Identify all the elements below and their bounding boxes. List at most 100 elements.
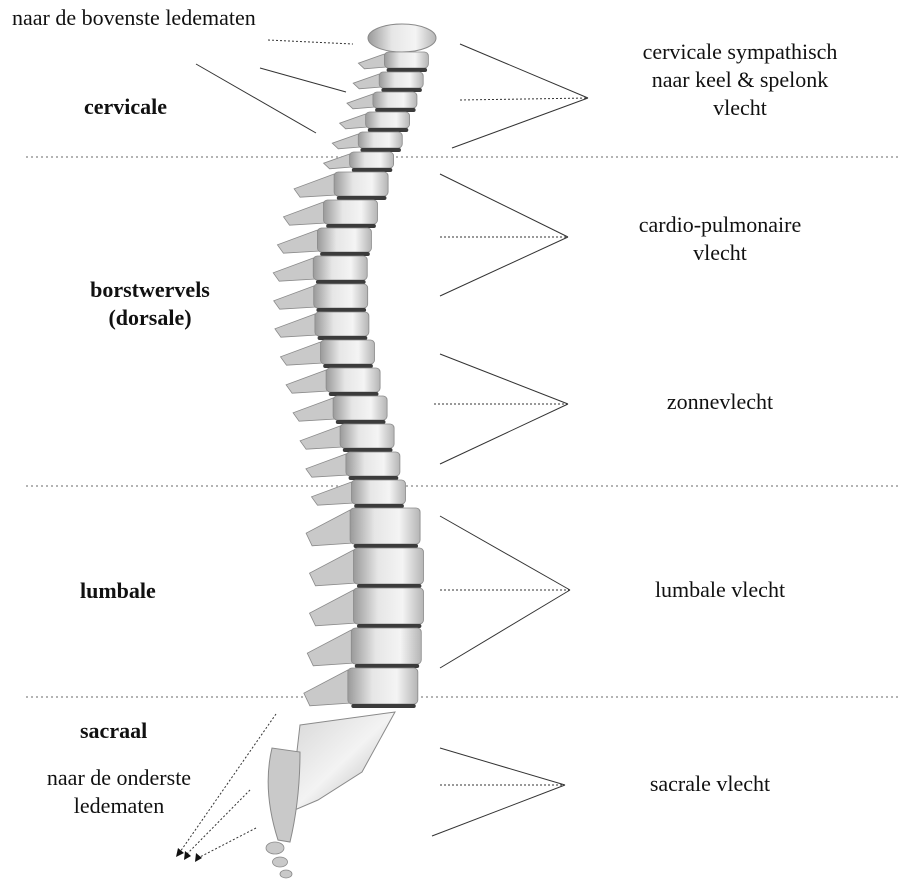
spinous-process (284, 202, 327, 225)
vertebra-body (352, 480, 406, 504)
intervertebral-disc (357, 584, 421, 588)
leader-cervical-plexus-2 (460, 98, 588, 100)
label-lower-limbs-line-1: naar de onderste (8, 764, 230, 792)
leader-upper-limbs-1 (268, 40, 353, 44)
vertebra-body (313, 256, 367, 280)
vertebra-body (358, 132, 402, 148)
intervertebral-disc (326, 224, 376, 228)
intervertebral-disc (329, 392, 379, 396)
spinous-process (310, 590, 358, 626)
intervertebral-disc (352, 168, 392, 172)
leader-lumbar-plexus-1 (440, 516, 570, 590)
intervertebral-disc (349, 476, 399, 480)
intervertebral-disc (323, 364, 373, 368)
label-sacral-plexus: sacrale vlecht (590, 770, 830, 798)
leader-cardio-plexus-1 (440, 174, 568, 237)
label-lower-limbs-line-2: ledematen (8, 792, 230, 820)
label-cervical-plexus-line-1: cervicale sympathisch (590, 38, 890, 66)
vertebra-body (324, 200, 378, 224)
sacrum-side (268, 748, 300, 842)
label-thoracic-line-2: (dorsale) (52, 304, 248, 332)
spinous-process (286, 370, 329, 393)
leader-lower-limbs-3 (198, 828, 256, 858)
vertebra-body (354, 548, 424, 584)
spinous-process (340, 114, 368, 129)
intervertebral-disc (320, 252, 370, 256)
intervertebral-disc (357, 624, 421, 628)
atlas-vertebra (368, 24, 436, 52)
vertebra-body (340, 424, 394, 448)
leader-cervical-plexus-3 (452, 98, 588, 148)
intervertebral-disc (343, 448, 393, 452)
spinous-process (300, 426, 343, 449)
spinous-process (332, 134, 360, 149)
spinous-process (277, 230, 320, 253)
arrowhead-1 (176, 848, 184, 857)
spinous-process (273, 258, 316, 281)
intervertebral-disc (336, 420, 386, 424)
vertebra-body (366, 112, 410, 128)
spinous-process (304, 670, 352, 706)
coccyx-segment (266, 842, 284, 854)
leader-lumbar-plexus-3 (440, 590, 570, 668)
label-solar-plexus: zonnevlecht (590, 388, 850, 416)
label-cardio-plexus-line-1: cardio-pulmonaire (590, 211, 850, 239)
intervertebral-disc (360, 148, 400, 152)
spinous-process (293, 398, 336, 421)
intervertebral-disc (355, 664, 419, 668)
vertebra-body (334, 172, 388, 196)
vertebra-body (346, 452, 400, 476)
leader-sacral-plexus-1 (440, 748, 565, 785)
spinous-process (324, 154, 352, 169)
intervertebral-disc (316, 280, 366, 284)
spinous-process (353, 74, 381, 89)
vertebra-body (348, 668, 418, 704)
vertebra-body (373, 92, 417, 108)
label-upper-limbs: naar de bovenste ledematen (12, 4, 256, 32)
vertebra-body (315, 312, 369, 336)
leader-upper-limbs-2 (260, 68, 346, 92)
spine-illustration (266, 24, 436, 878)
vertebra-body (379, 72, 423, 88)
label-cervical-plexus-line-3: vlecht (590, 94, 890, 122)
vertebra-body (350, 508, 420, 544)
intervertebral-disc (354, 544, 418, 548)
intervertebral-disc (316, 308, 366, 312)
vertebra-body (351, 628, 421, 664)
spinous-process (274, 286, 317, 309)
label-cervical: cervicale (84, 93, 167, 121)
label-cervical-plexus: cervicale sympathisch naar keel & spelon… (590, 38, 890, 122)
vertebra-body (384, 52, 428, 68)
vertebra-body (321, 340, 375, 364)
leader-solar-plexus-3 (440, 404, 568, 464)
label-lumbar-plexus: lumbale vlecht (590, 576, 850, 604)
leader-cervical-plexus-1 (460, 44, 588, 98)
spinous-process (275, 314, 318, 337)
intervertebral-disc (337, 196, 387, 200)
intervertebral-disc (354, 504, 404, 508)
arrowhead-3 (195, 853, 202, 862)
vertebra-body (317, 228, 371, 252)
label-cardio-plexus-line-2: vlecht (590, 239, 850, 267)
coccyx-segment (280, 870, 292, 878)
coccyx-segment (273, 857, 288, 867)
intervertebral-disc (351, 704, 415, 708)
intervertebral-disc (387, 68, 427, 72)
spinous-process (306, 454, 349, 477)
leader-cardio-plexus-3 (440, 237, 568, 296)
arrowhead-2 (184, 851, 191, 860)
label-thoracic-line-1: borstwervels (52, 276, 248, 304)
spinous-process (306, 510, 354, 546)
intervertebral-disc (381, 88, 421, 92)
spinous-process (307, 630, 355, 666)
intervertebral-disc (368, 128, 408, 132)
label-cervical-plexus-line-2: naar keel & spelonk (590, 66, 890, 94)
intervertebral-disc (375, 108, 415, 112)
label-sacral: sacraal (80, 717, 147, 745)
vertebra-body (333, 396, 387, 420)
vertebra-body (314, 284, 368, 308)
leader-sacral-plexus-3 (432, 785, 565, 836)
leader-solar-plexus-1 (440, 354, 568, 404)
